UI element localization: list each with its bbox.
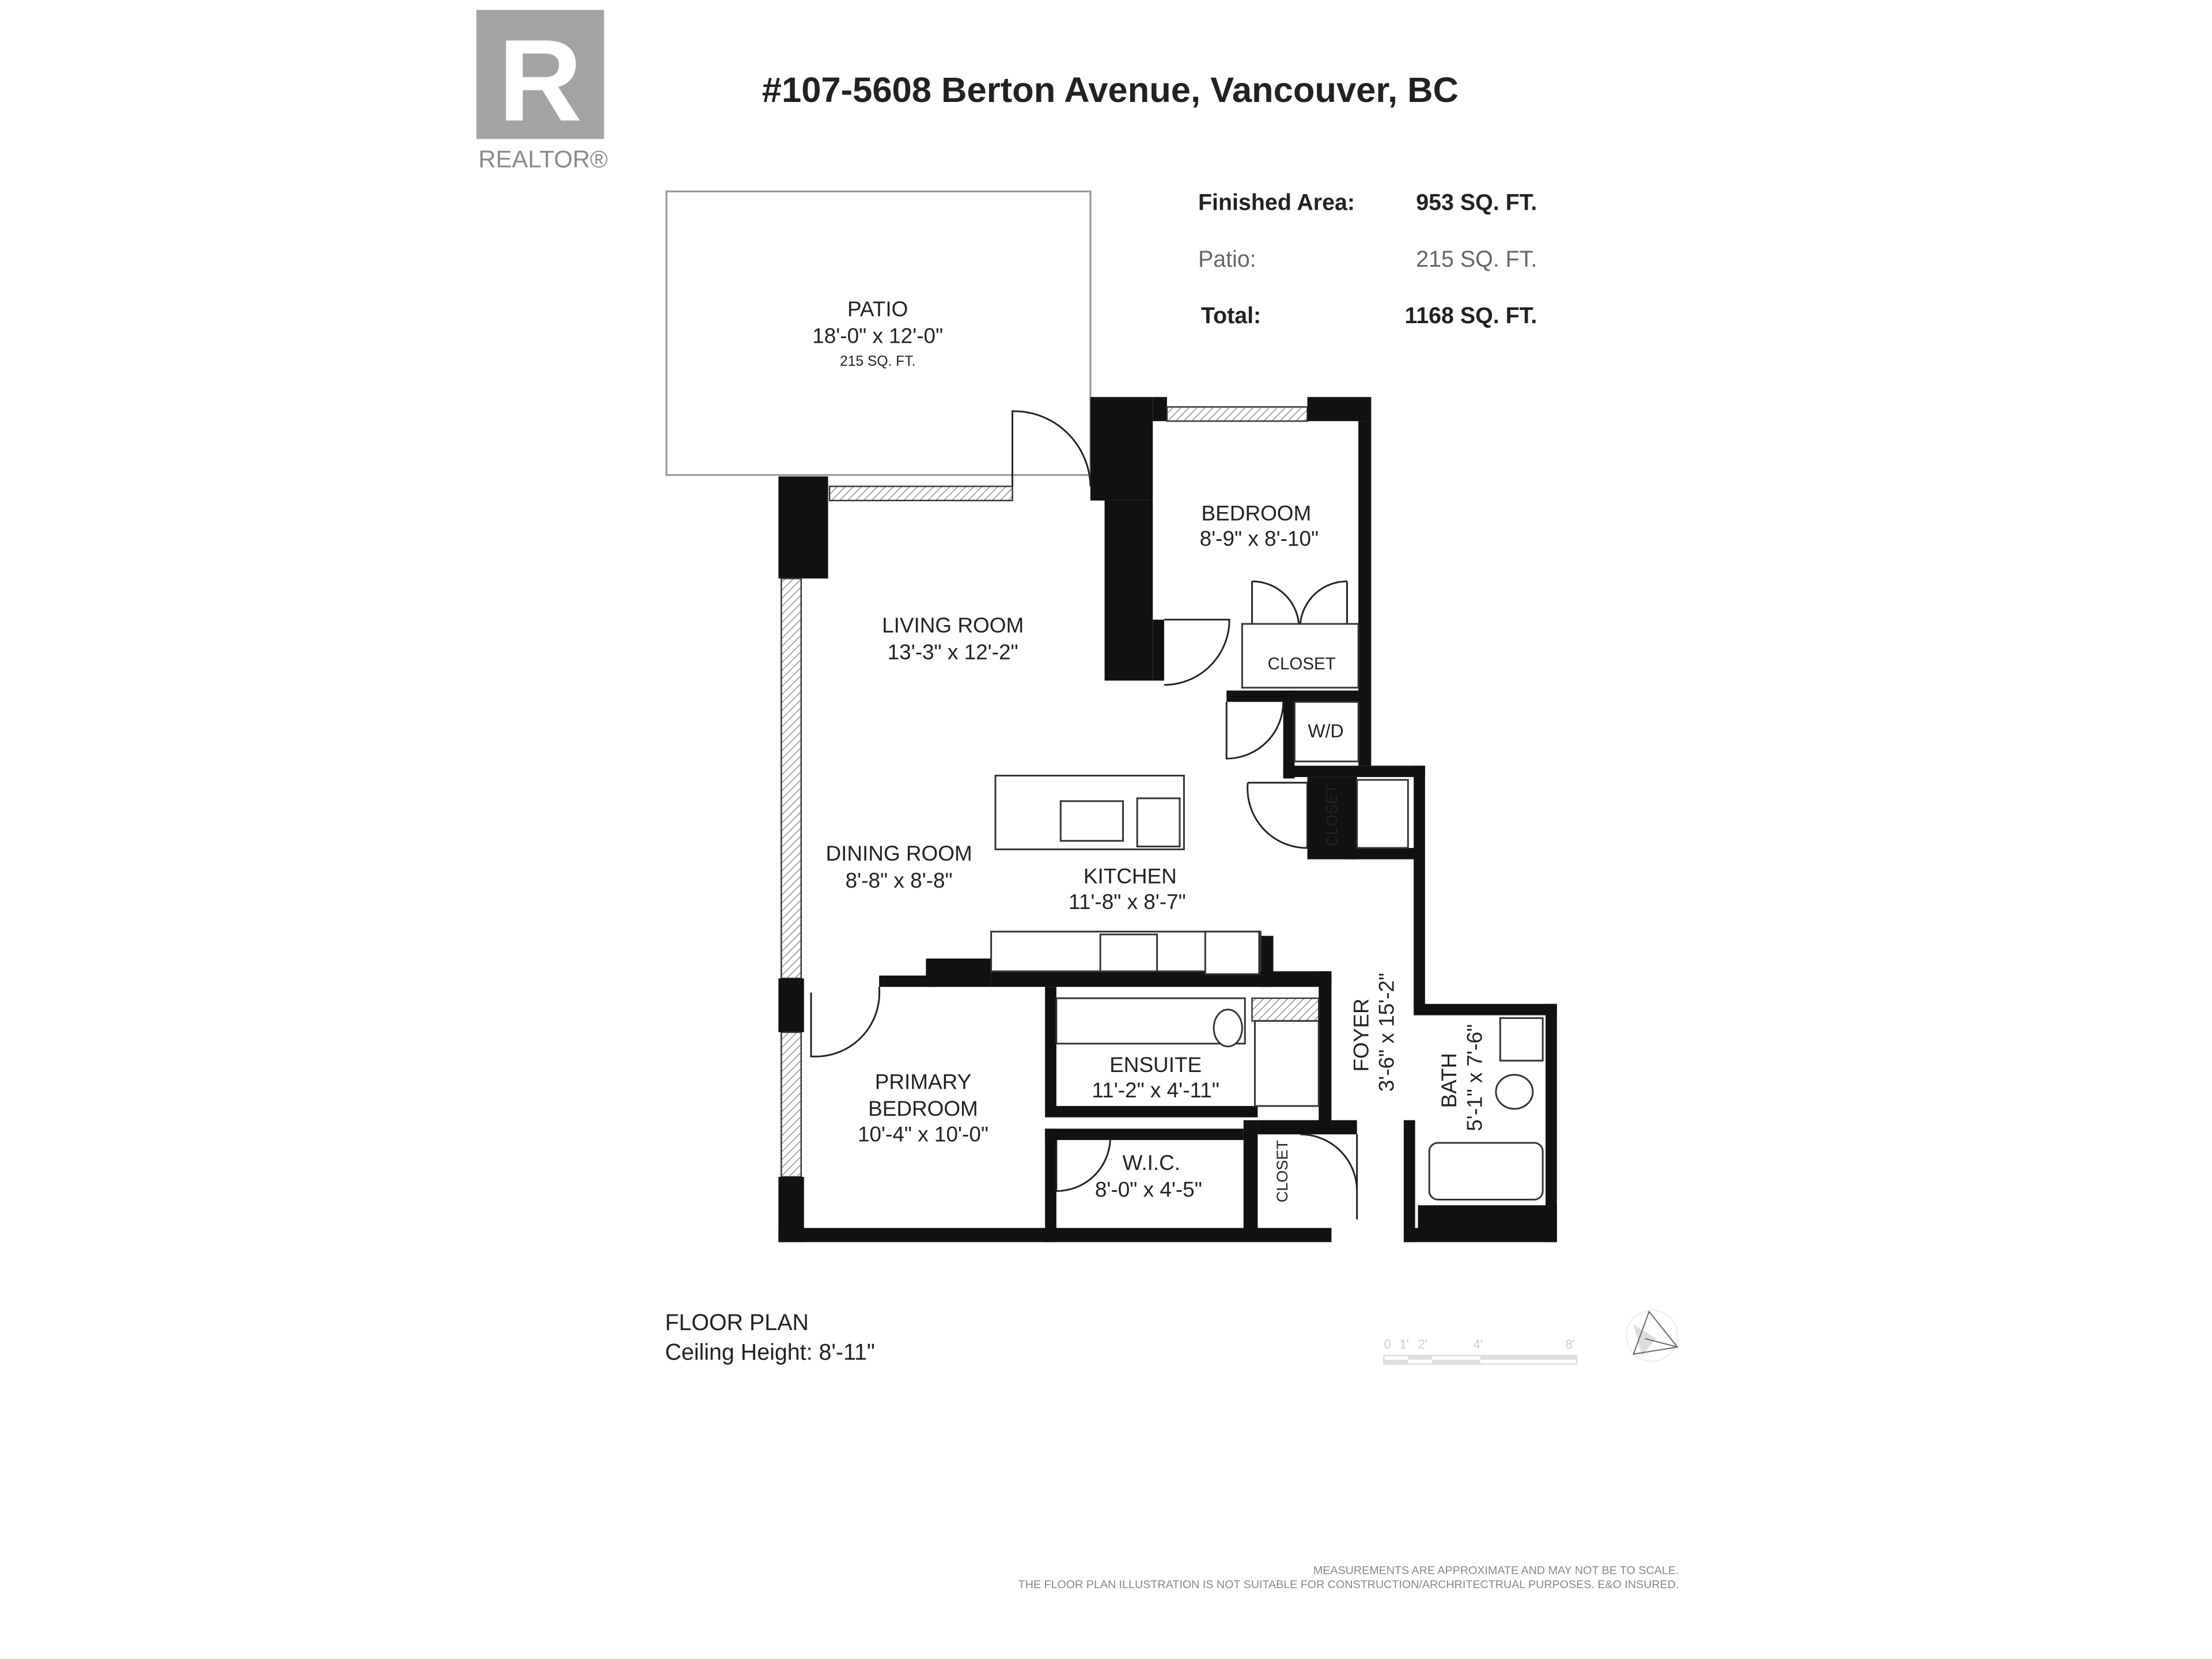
svg-text:215 SQ. FT.: 215 SQ. FT. bbox=[1416, 247, 1537, 272]
svg-text:W/D: W/D bbox=[1308, 721, 1343, 741]
svg-text:MEASUREMENTS ARE APPROXIMATE A: MEASUREMENTS ARE APPROXIMATE AND MAY NOT… bbox=[1313, 1564, 1679, 1577]
svg-text:8'-8" x 8'-8": 8'-8" x 8'-8" bbox=[846, 869, 953, 892]
svg-text:Finished Area:: Finished Area: bbox=[1198, 190, 1355, 215]
svg-text:LIVING ROOM: LIVING ROOM bbox=[882, 613, 1024, 637]
svg-text:REALTOR®: REALTOR® bbox=[479, 145, 608, 172]
svg-text:PATIO: PATIO bbox=[847, 297, 908, 321]
scale-bar: 0 1' 2' 4' 8' bbox=[1383, 1337, 1578, 1365]
svg-text:BEDROOM: BEDROOM bbox=[868, 1097, 978, 1120]
north-arrow-icon bbox=[1626, 1309, 1679, 1362]
area-summary: Finished Area: 953 SQ. FT. Patio: 215 SQ… bbox=[1198, 190, 1537, 328]
disclaimer: MEASUREMENTS ARE APPROXIMATE AND MAY NOT… bbox=[1018, 1564, 1679, 1591]
svg-text:BEDROOM: BEDROOM bbox=[1202, 501, 1312, 525]
ceiling-height: Ceiling Height: 8'-11" bbox=[665, 1340, 874, 1365]
page-title: #107-5608 Berton Avenue, Vancouver, BC bbox=[762, 70, 1459, 110]
svg-text:18'-0" x 12'-0": 18'-0" x 12'-0" bbox=[812, 324, 943, 348]
svg-text:BATH: BATH bbox=[1437, 1053, 1461, 1108]
svg-text:953 SQ. FT.: 953 SQ. FT. bbox=[1416, 190, 1537, 215]
svg-text:1': 1' bbox=[1400, 1337, 1410, 1351]
svg-text:THE FLOOR PLAN ILLUSTRATION IS: THE FLOOR PLAN ILLUSTRATION IS NOT SUITA… bbox=[1018, 1578, 1679, 1591]
svg-text:PRIMARY: PRIMARY bbox=[875, 1070, 971, 1093]
svg-text:R: R bbox=[498, 15, 582, 145]
svg-text:Patio:: Patio: bbox=[1198, 247, 1256, 272]
svg-text:CLOSET: CLOSET bbox=[1268, 654, 1336, 673]
svg-text:CLOSET: CLOSET bbox=[1273, 1140, 1291, 1202]
svg-text:KITCHEN: KITCHEN bbox=[1084, 865, 1177, 888]
svg-text:3'-6" x 15'-2": 3'-6" x 15'-2" bbox=[1375, 973, 1399, 1092]
patio-outline bbox=[665, 190, 1092, 476]
svg-text:DINING ROOM: DINING ROOM bbox=[825, 842, 972, 865]
svg-text:8'-0" x 4'-5": 8'-0" x 4'-5" bbox=[1095, 1178, 1202, 1202]
svg-text:2': 2' bbox=[1418, 1337, 1428, 1351]
svg-text:4': 4' bbox=[1474, 1337, 1483, 1351]
svg-text:215 SQ. FT.: 215 SQ. FT. bbox=[840, 354, 915, 369]
svg-text:10'-4" x 10'-0": 10'-4" x 10'-0" bbox=[858, 1123, 988, 1146]
svg-text:8': 8' bbox=[1566, 1337, 1575, 1351]
door-swings bbox=[810, 410, 1358, 1219]
realtor-logo: R REALTOR® bbox=[476, 10, 608, 172]
fixtures bbox=[990, 623, 1544, 1200]
svg-text:13'-3" x 12'-2": 13'-3" x 12'-2" bbox=[888, 641, 1018, 664]
walls bbox=[778, 397, 1557, 1243]
svg-text:5'-1" x 7'-6": 5'-1" x 7'-6" bbox=[1463, 1024, 1486, 1131]
svg-text:FOYER: FOYER bbox=[1349, 998, 1373, 1071]
room-labels: PATIO 18'-0" x 12'-0" 215 SQ. FT. BEDROO… bbox=[812, 297, 1486, 1202]
svg-text:Total:: Total: bbox=[1201, 303, 1261, 328]
floor-plan-label: FLOOR PLAN bbox=[665, 1310, 808, 1335]
svg-text:1168 SQ. FT.: 1168 SQ. FT. bbox=[1404, 303, 1537, 328]
svg-text:CLOSET: CLOSET bbox=[1323, 784, 1340, 846]
svg-text:ENSUITE: ENSUITE bbox=[1109, 1053, 1202, 1077]
svg-text:W.I.C.: W.I.C. bbox=[1123, 1151, 1180, 1175]
svg-text:0: 0 bbox=[1384, 1337, 1391, 1351]
svg-text:11'-2" x 4'-11": 11'-2" x 4'-11" bbox=[1092, 1078, 1219, 1102]
svg-text:11'-8" x 8'-7": 11'-8" x 8'-7" bbox=[1069, 890, 1186, 914]
svg-text:8'-9" x 8'-10": 8'-9" x 8'-10" bbox=[1200, 527, 1319, 551]
